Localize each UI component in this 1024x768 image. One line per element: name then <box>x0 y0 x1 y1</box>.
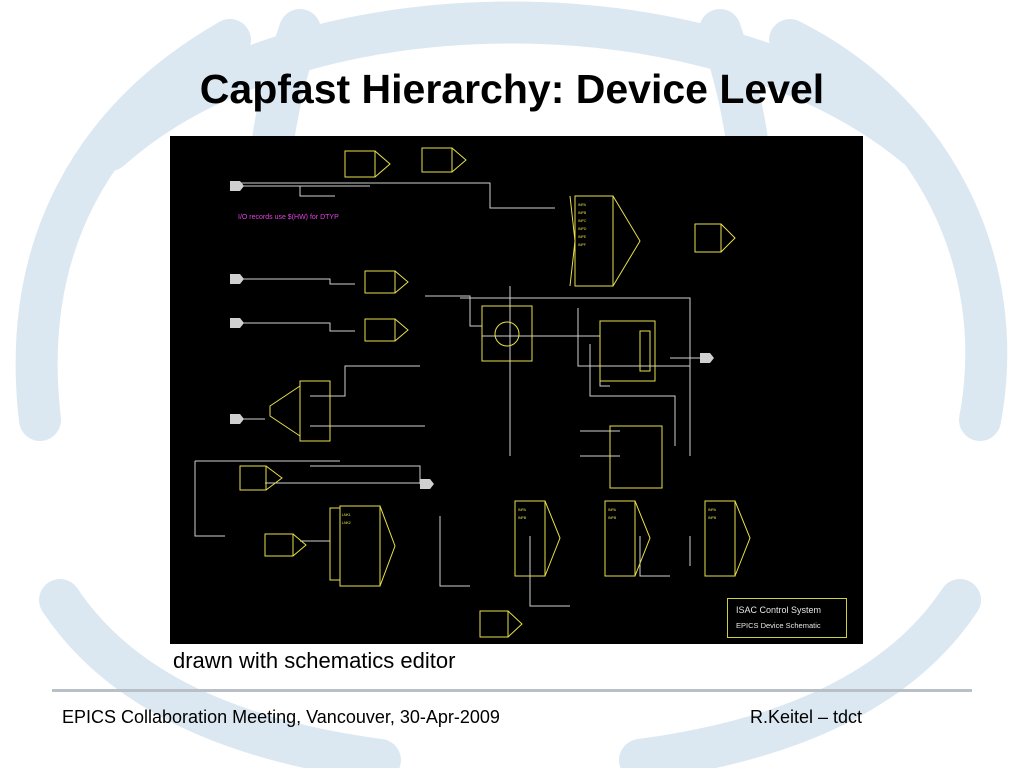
svg-text:INPC: INPC <box>578 219 587 223</box>
svg-text:LNK2: LNK2 <box>342 521 351 525</box>
footer-author: R.Keitel – tdct <box>750 707 863 727</box>
svg-text:INPA: INPA <box>518 508 527 512</box>
svg-text:INPB: INPB <box>708 516 717 520</box>
svg-text:INPA: INPA <box>578 203 587 207</box>
schematic-drawing: INPA INPB INPC INPD INPE INPF INPA INPB INPA… <box>194 147 751 638</box>
footer-event: EPICS Collaboration Meeting, Vancouver, … <box>62 707 500 727</box>
footer-divider <box>52 689 972 692</box>
titleblock-system: ISAC Control System <box>736 605 822 615</box>
page-title: Capfast Hierarchy: Device Level <box>199 66 825 112</box>
svg-text:INPE: INPE <box>578 235 587 239</box>
svg-text:INPB: INPB <box>578 211 587 215</box>
svg-text:INPD: INPD <box>578 227 587 231</box>
titleblock-type: EPICS Device Schematic <box>736 621 821 630</box>
svg-text:LNK1: LNK1 <box>342 513 351 517</box>
svg-text:INPA: INPA <box>708 508 717 512</box>
schematic-image: INPA INPB INPC INPD INPE INPF INPA INPB INPA… <box>170 136 863 644</box>
image-caption: drawn with schematics editor <box>173 648 456 673</box>
schematic-note: I/O records use $(HW) for DTYP <box>238 214 339 221</box>
svg-text:INPA: INPA <box>608 508 617 512</box>
svg-text:INPB: INPB <box>608 516 617 520</box>
schematic-titleblock: ISAC Control System EPICS Device Schemat… <box>727 598 847 638</box>
svg-text:INPB: INPB <box>518 516 527 520</box>
svg-text:INPF: INPF <box>578 243 586 247</box>
